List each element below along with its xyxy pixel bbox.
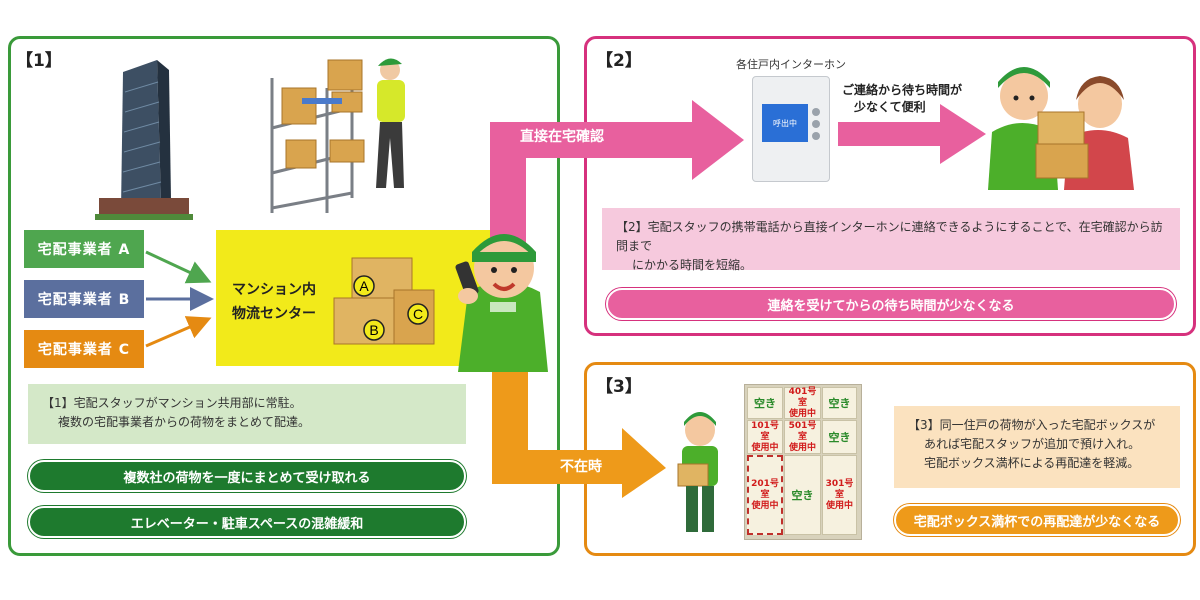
delivery-staff-box-illustration [677, 412, 718, 532]
panel-1-note-line-1: 【1】宅配スタッフがマンション共用部に常駐。 [42, 396, 302, 410]
box-letter-c: C [413, 306, 423, 322]
panel-1-note: 【1】宅配スタッフがマンション共用部に常駐。 複数の宅配事業者からの荷物をまとめ… [28, 384, 466, 444]
pink-arrow-2 [838, 104, 986, 164]
panel-1-label: 【1】 [16, 51, 62, 71]
locker-r3c3: 301号室 使用中 [822, 455, 857, 535]
locker-r1c2: 401号室 使用中 [784, 387, 821, 419]
delivery-staff-phone-illustration [455, 234, 548, 372]
panel-1-note-line-2: 複数の宅配事業者からの荷物をまとめて配達。 [58, 415, 311, 429]
panel-3-note: 【3】同一住戸の荷物が入った宅配ボックスが あれば宅配スタッフが追加で預け入れ。… [894, 406, 1180, 488]
skyscraper-illustration [95, 60, 193, 220]
company-c: 宅配事業者 C [24, 330, 144, 368]
benefit-pill-panel-3: 宅配ボックス満杯での再配達が少なくなる [894, 504, 1180, 536]
wait-line-1: ご連絡から待ち時間が [842, 83, 963, 97]
locker-r2c3: 空き [822, 420, 857, 454]
panel-3-note-line-1: 【3】同一住戸の荷物が入った宅配ボックスが [908, 418, 1156, 432]
pink-arrow [490, 100, 744, 244]
intercom-screen: 呼出中 [762, 104, 808, 142]
box-letter-a: A [359, 278, 369, 294]
locker-r2c1: 101号室 使用中 [747, 420, 783, 454]
locker-r2c2: 501号室 使用中 [784, 420, 821, 454]
panel-2-note-line-1: 【2】宅配スタッフの携帯電話から直接インターホンに連絡できるようにすることで、在… [616, 220, 1163, 253]
center-line-2: 物流センター [232, 306, 316, 322]
box-letter-b: B [369, 322, 378, 338]
benefit-pill-panel-2: 連絡を受けてからの待ち時間が少なくなる [606, 288, 1176, 320]
locker-r1c1: 空き [747, 387, 783, 419]
parcel-boxes-illustration: A B C [333, 257, 435, 345]
locker-r3c1: 201号室 使用中 [747, 455, 783, 535]
locker-r3c2: 空き [784, 455, 821, 535]
logistics-center-label: マンション内 物流センター [232, 278, 316, 326]
locker-r1c3: 空き [822, 387, 857, 419]
panel-3-note-line-2: あれば宅配スタッフが追加で預け入れ。 [924, 437, 1141, 451]
panel-2-note: 【2】宅配スタッフの携帯電話から直接インターホンに連絡できるようにすることで、在… [602, 208, 1180, 272]
pink-arrow-label: 直接在宅確認 [520, 129, 604, 145]
company-b: 宅配事業者 B [24, 280, 144, 318]
wait-line-2: 少なくて便利 [854, 100, 926, 114]
company-arrows [145, 250, 214, 348]
panel-2-note-line-2: にかかる時間を短縮。 [632, 258, 753, 272]
company-a: 宅配事業者 A [24, 230, 144, 268]
wait-time-text: ご連絡から待ち時間が 少なくて便利 [842, 82, 962, 116]
panel-2-label: 【2】 [596, 51, 642, 71]
orange-arrow [492, 366, 666, 498]
panel-3-note-line-3: 宅配ボックス満杯による再配達を軽減。 [924, 456, 1140, 470]
center-line-1: マンション内 [232, 282, 316, 298]
delivery-handover-illustration [988, 67, 1134, 190]
benefit-pill-1: 複数社の荷物を一度にまとめて受け取れる [28, 460, 466, 492]
panel-3-label: 【3】 [596, 377, 642, 397]
intercom-caption: 各住戸内インターホン [736, 58, 846, 71]
intercom-buttons [812, 108, 820, 140]
benefit-pill-2: エレベーター・駐車スペースの混雑緩和 [28, 506, 466, 538]
orange-arrow-label: 不在時 [560, 459, 602, 475]
warehouse-illustration [270, 58, 405, 213]
